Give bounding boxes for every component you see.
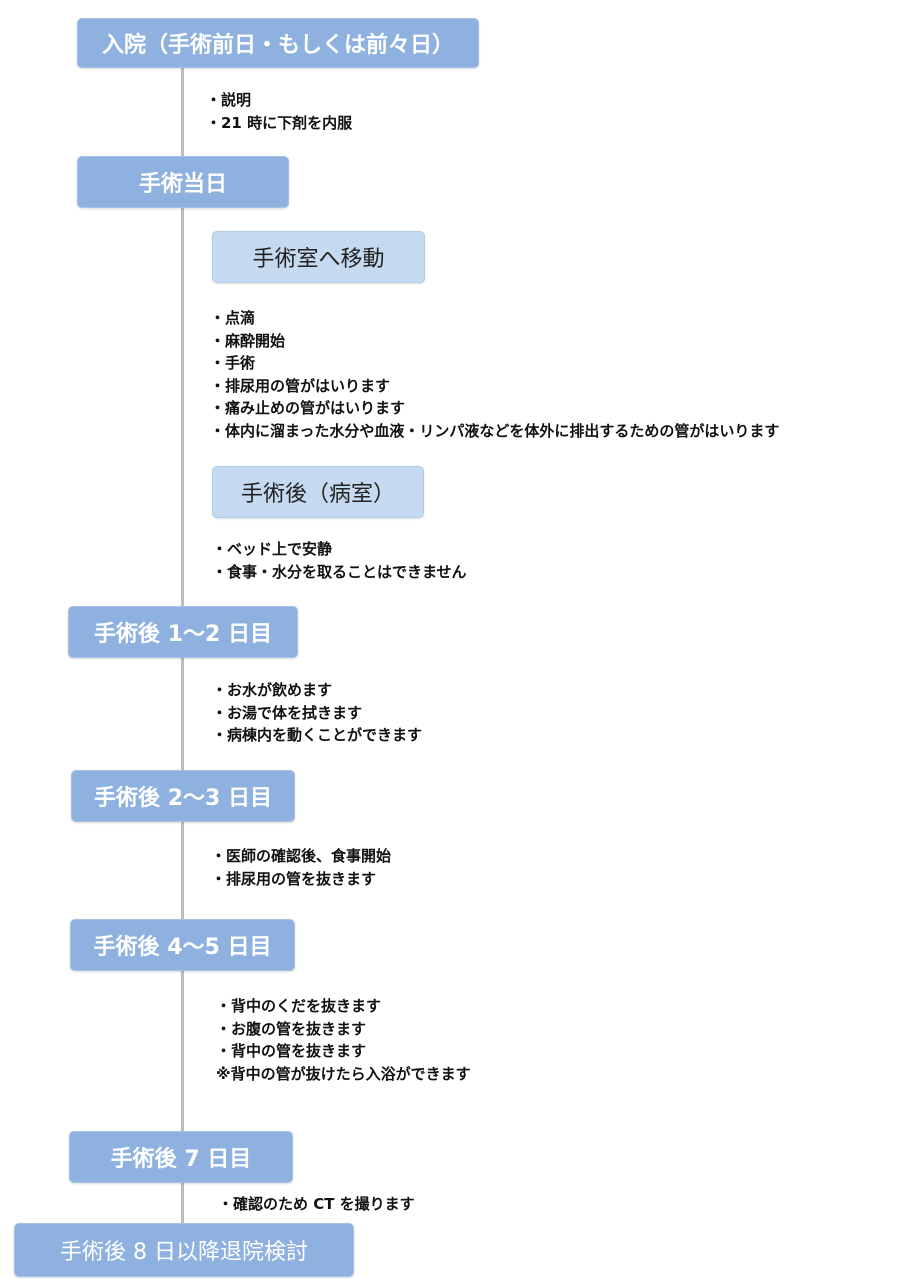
note-item: ・排尿用の管を抜きます (211, 869, 377, 888)
stage-post-op-day-1-2: 手術後 1～2 日目 (68, 606, 298, 658)
note-item: ・お水が飲めます (212, 681, 333, 699)
note-item: ・病棟内を動くことができます (212, 726, 423, 744)
stage-surgery-day-title: 手術当日 (138, 172, 227, 197)
stage-post-op-day-2-3-notes: ・医師の確認後、食事開始 ・排尿用の管を抜きます (211, 845, 391, 890)
note-item: ・医師の確認後、食事開始 (211, 847, 392, 865)
note-item: ・21 時に下剤を内服 (206, 113, 353, 132)
stage-to-operating-room-title: 手術室へ移動 (252, 247, 385, 272)
stage-admission-title: 入院（手術前日・もしくは前々日） (101, 33, 454, 58)
stage-post-op-day-1-2-notes: ・お水が飲めます ・お湯で体を拭きます ・病棟内を動くことができます (212, 679, 422, 747)
stage-discharge-title: 手術後 8 日以降退院検討 (60, 1240, 308, 1265)
note-item: ・説明 (206, 91, 252, 109)
note-item: ・痛み止めの管がはいります (210, 399, 406, 417)
note-item: ・食事・水分を取ることはできません (212, 562, 467, 581)
stage-post-op-ward-notes: ・ベッド上で安静 ・食事・水分を取ることはできません (212, 538, 467, 583)
note-item: ・ベッド上で安静 (212, 540, 333, 558)
stage-post-op-day-4-5-notes: ・背中のくだを抜きます ・お腹の管を抜きます ・背中の管を抜きます ※背中の管が… (216, 995, 471, 1085)
note-item: ・背中のくだを抜きます (216, 997, 382, 1015)
note-item: ・お腹の管を抜きます (216, 1019, 367, 1038)
stage-to-operating-room-notes: ・点滴 ・麻酔開始 ・手術 ・排尿用の管がはいります ・痛み止めの管がはいります… (210, 307, 779, 442)
stage-post-op-ward-title: 手術後（病室） (240, 482, 395, 507)
stage-post-op-day-7-notes: ・確認のため CT を撮ります (218, 1193, 415, 1216)
note-item: ・点滴 (210, 309, 256, 327)
stage-post-op-day-7-title: 手術後 7 日目 (110, 1147, 252, 1172)
stage-post-op-day-7: 手術後 7 日目 (69, 1131, 293, 1183)
stage-discharge: 手術後 8 日以降退院検討 (14, 1223, 354, 1277)
stage-post-op-day-4-5: 手術後 4～5 日目 (70, 919, 295, 971)
stage-post-op-day-4-5-title: 手術後 4～5 日目 (93, 935, 272, 960)
stage-to-operating-room: 手術室へ移動 (212, 231, 425, 283)
note-item: ・麻酔開始 (210, 331, 286, 350)
stage-post-op-day-1-2-title: 手術後 1～2 日目 (94, 622, 272, 647)
stage-surgery-day: 手術当日 (77, 156, 289, 208)
stage-post-op-day-2-3-title: 手術後 2～3 日目 (94, 786, 272, 811)
note-item: ・背中の管を抜きます (216, 1042, 367, 1060)
note-item: ※背中の管が抜けたら入浴ができます (216, 1064, 471, 1083)
note-item: ・体内に溜まった水分や血液・リンパ液などを体外に排出するための管がはいります (210, 421, 780, 440)
note-item: ・確認のため CT を撮ります (218, 1195, 415, 1213)
stage-post-op-day-2-3: 手術後 2～3 日目 (71, 770, 295, 822)
stage-post-op-ward: 手術後（病室） (212, 466, 424, 518)
note-item: ・お湯で体を拭きます (212, 703, 363, 722)
note-item: ・手術 (210, 354, 256, 372)
stage-admission: 入院（手術前日・もしくは前々日） (77, 18, 479, 68)
note-item: ・排尿用の管がはいります (210, 376, 391, 395)
stage-admission-notes: ・説明 ・21 時に下剤を内服 (206, 89, 352, 134)
